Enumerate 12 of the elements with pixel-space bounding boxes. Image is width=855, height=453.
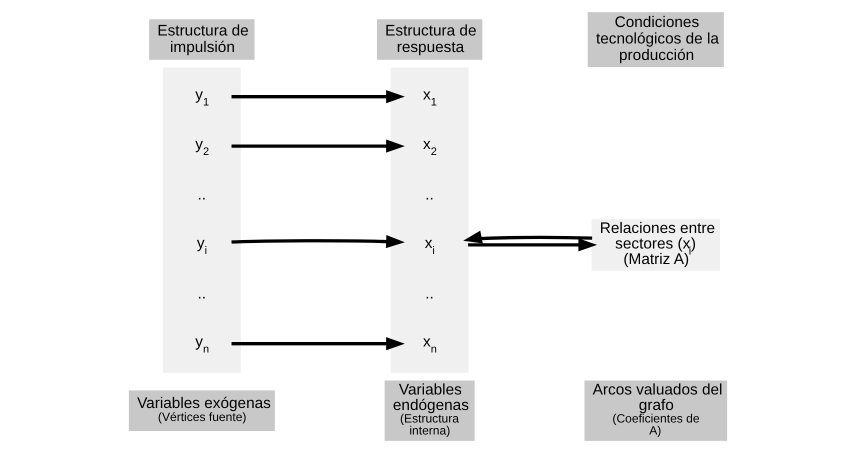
node-text: x$_{2}$ (422, 136, 436, 158)
node-text: x$_{n}$ (422, 334, 436, 356)
node-text: .. (196, 186, 206, 204)
node-text: y$_{1}$ (194, 86, 209, 109)
node-text: x$_{i}$ (424, 234, 434, 257)
node-text: y$_{2}$ (194, 136, 209, 158)
node-text: .. (196, 285, 206, 302)
node-text: .. (424, 285, 434, 302)
node-text: y$_{i}$ (196, 234, 207, 257)
node-text: y$_{n}$ (194, 334, 209, 356)
node-text: x$_{1}$ (422, 86, 436, 109)
node-text: .. (424, 186, 434, 204)
